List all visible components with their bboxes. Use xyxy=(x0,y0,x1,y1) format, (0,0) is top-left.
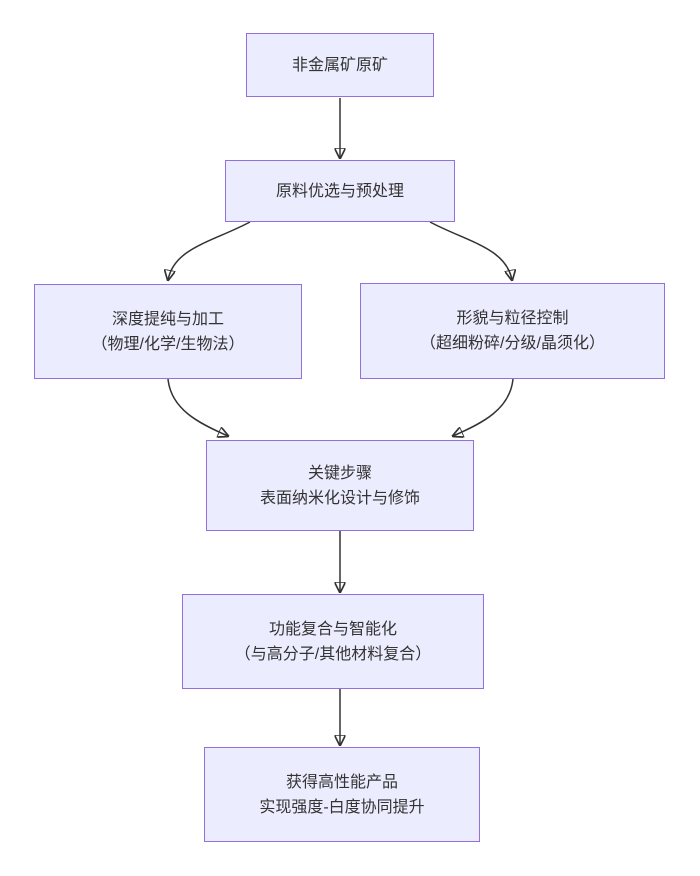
node-product-label-line2: 实现强度-白度协同提升 xyxy=(259,798,425,816)
node-pretreatment: 原料优选与预处理 xyxy=(225,160,455,222)
node-morphology-label-line1: 形貌与粒径控制 xyxy=(456,310,569,327)
node-purification-label-line2: （物理/化学/生物法） xyxy=(91,335,245,353)
edge-pretreatment-to-morphology xyxy=(429,221,512,280)
node-product: 获得高性能产品 实现强度-白度协同提升 xyxy=(204,747,480,842)
node-composite: 功能复合与智能化 （与高分子/其他材料复合） xyxy=(182,594,484,689)
node-raw-ore-label: 非金属矿原矿 xyxy=(291,56,388,74)
edge-pretreatment-to-purification xyxy=(168,221,251,280)
node-product-label-line1: 获得高性能产品 xyxy=(285,773,398,791)
node-key-step-label-line1: 关键步骤 xyxy=(307,464,372,482)
node-key-step-label-line2: 表面纳米化设计与修饰 xyxy=(259,489,420,507)
node-purification-label-line1: 深度提纯与加工 xyxy=(111,310,224,328)
node-raw-ore: 非金属矿原矿 xyxy=(246,33,434,97)
edge-purification-to-keystep xyxy=(167,378,228,436)
node-key-step: 关键步骤 表面纳米化设计与修饰 xyxy=(206,440,474,531)
node-morphology-label-line2: （超细粉碎/分级/晶须化） xyxy=(420,335,605,352)
node-morphology: 形貌与粒径控制 （超细粉碎/分级/晶须化） xyxy=(360,283,665,379)
node-composite-label-line2: （与高分子/其他材料复合） xyxy=(234,645,432,663)
node-pretreatment-label: 原料优选与预处理 xyxy=(275,182,404,200)
node-composite-label-line1: 功能复合与智能化 xyxy=(268,620,397,638)
edge-morphology-to-keystep xyxy=(453,378,514,436)
node-purification: 深度提纯与加工 （物理/化学/生物法） xyxy=(34,284,302,379)
